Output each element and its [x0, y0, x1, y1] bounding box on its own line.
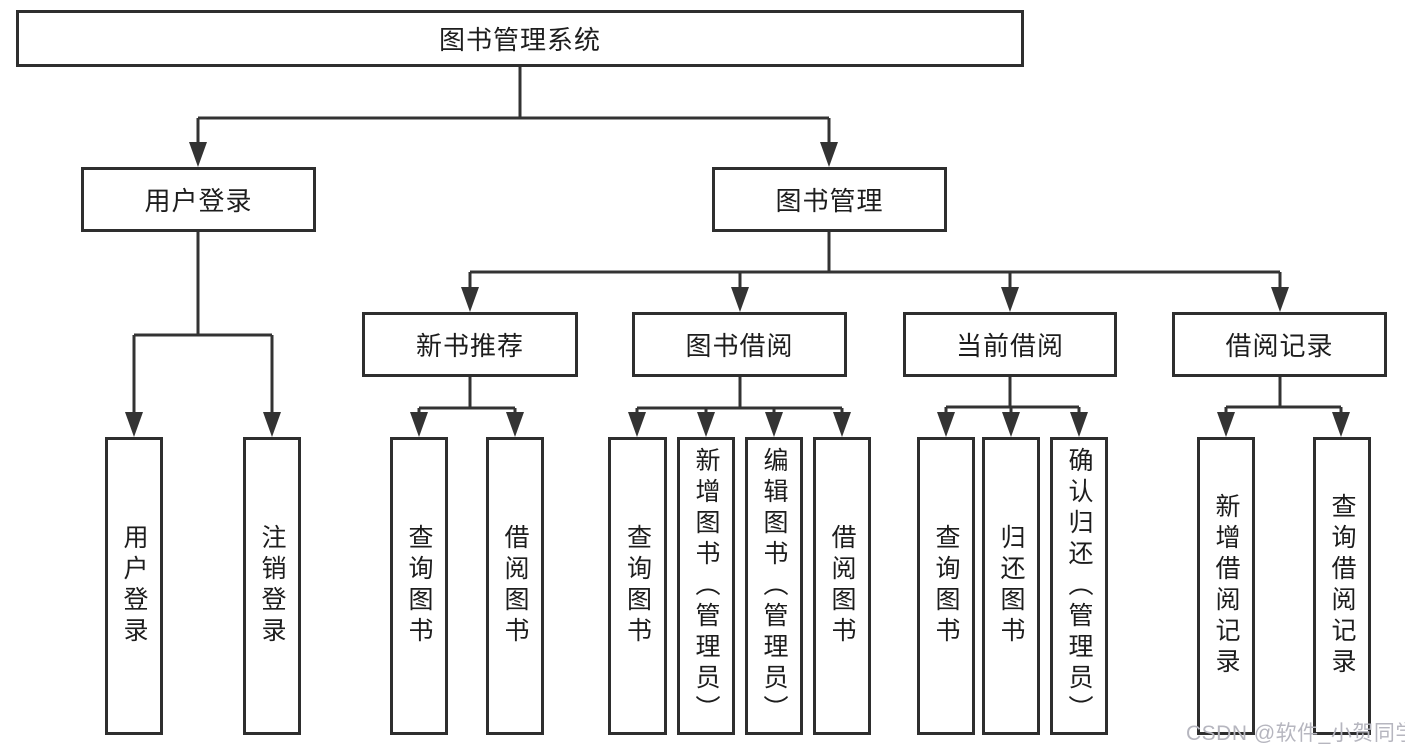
- leaf-query-borrow-record-label: 查询借阅记录: [1328, 493, 1356, 679]
- node-current-borrow: 当前借阅: [903, 312, 1117, 377]
- csdn-watermark: CSDN @软件_小贺同学: [1186, 722, 1405, 745]
- connector-user-login: [132, 232, 274, 425]
- leaf-confirm-return-admin: 确认归还（管理员）: [1050, 437, 1108, 735]
- leaf-query-book-recommend-label: 查询图书: [405, 524, 433, 648]
- connector-root: [196, 67, 831, 155]
- leaf-confirm-return-admin-label: 确认归还（管理员）: [1065, 446, 1093, 726]
- node-new-book-recommend: 新书推荐: [362, 312, 578, 377]
- node-root-label: 图书管理系统: [438, 25, 601, 55]
- node-current-borrow-label: 当前借阅: [955, 331, 1064, 361]
- arrowheads-root: [189, 142, 838, 167]
- leaf-edit-book-admin-label: 编辑图书（管理员）: [760, 446, 788, 726]
- leaf-user-login: 用户登录: [105, 437, 163, 735]
- leaf-borrow-book-recommend-label: 借阅图书: [501, 524, 529, 648]
- arrowheads-borrow-record: [1217, 412, 1350, 437]
- node-book-borrow-label: 图书借阅: [685, 331, 794, 361]
- connector-book-management: [468, 232, 1282, 300]
- arrowheads-current-borrow: [937, 412, 1088, 437]
- leaf-borrow-book-label: 借阅图书: [828, 524, 856, 648]
- leaf-query-book-current-label: 查询图书: [932, 524, 960, 648]
- leaf-logout-label: 注销登录: [258, 524, 286, 648]
- leaf-query-book-borrow-label: 查询图书: [623, 524, 652, 648]
- leaf-query-borrow-record: 查询借阅记录: [1313, 437, 1371, 735]
- node-user-login: 用户登录: [81, 167, 316, 232]
- leaf-query-book-recommend: 查询图书: [390, 437, 448, 735]
- connector-book-borrow: [635, 377, 844, 425]
- leaf-edit-book-admin: 编辑图书（管理员）: [745, 437, 803, 735]
- leaf-borrow-book: 借阅图书: [813, 437, 871, 735]
- node-book-management-label: 图书管理: [775, 186, 884, 216]
- leaf-user-login-label: 用户登录: [120, 524, 148, 648]
- leaf-return-book: 归还图书: [982, 437, 1040, 735]
- arrowheads-book-management: [461, 287, 1289, 312]
- leaf-logout: 注销登录: [243, 437, 301, 735]
- arrowheads-book-borrow: [628, 412, 851, 437]
- leaf-query-book-borrow: 查询图书: [608, 437, 667, 735]
- node-borrow-record-label: 借阅记录: [1225, 331, 1334, 361]
- node-root: 图书管理系统: [16, 10, 1024, 67]
- node-book-management: 图书管理: [712, 167, 947, 232]
- arrowheads-user-login: [125, 412, 281, 437]
- arrowheads-new-book-recommend: [410, 412, 524, 437]
- leaf-borrow-book-recommend: 借阅图书: [486, 437, 544, 735]
- leaf-add-borrow-record-label: 新增借阅记录: [1212, 493, 1240, 679]
- leaf-add-book-admin: 新增图书（管理员）: [677, 437, 735, 735]
- node-new-book-recommend-label: 新书推荐: [415, 331, 524, 361]
- leaf-return-book-label: 归还图书: [997, 524, 1025, 648]
- leaf-add-borrow-record: 新增借阅记录: [1197, 437, 1255, 735]
- node-borrow-record: 借阅记录: [1172, 312, 1387, 377]
- leaf-add-book-admin-label: 新增图书（管理员）: [692, 446, 720, 726]
- connector-new-book-recommend: [417, 377, 517, 425]
- leaf-query-book-current: 查询图书: [917, 437, 975, 735]
- node-user-login-label: 用户登录: [144, 186, 253, 216]
- connector-borrow-record: [1224, 377, 1343, 425]
- node-book-borrow: 图书借阅: [632, 312, 847, 377]
